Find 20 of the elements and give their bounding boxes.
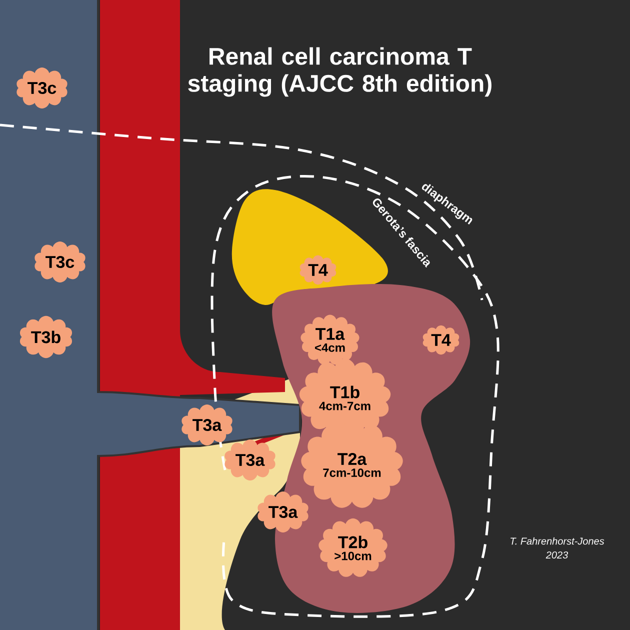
node-label: <4cm: [314, 344, 345, 352]
node-label: T2a: [338, 453, 367, 466]
tumor-cloud: T2a 7cm-10cm: [301, 421, 403, 508]
node-label: T1b: [330, 386, 360, 398]
tumor-cloud: T3b: [20, 316, 72, 358]
tumor-cloud: T4: [422, 325, 460, 355]
tumor-cloud: T3a: [182, 404, 232, 446]
node-label: 7cm-10cm: [323, 468, 381, 477]
node-label: T1a: [316, 328, 345, 340]
tumor-cloud: T3a: [224, 440, 276, 480]
title: Renal cell carcinoma T staging (AJCC 8th edition): [188, 47, 492, 97]
tumor-cloud: T4: [300, 255, 336, 285]
tumor-cloud: T1a <4cm: [300, 314, 360, 365]
tumor-cloud: T3c: [34, 241, 86, 282]
node-label: 4cm-7cm: [319, 402, 370, 410]
author-credit: T. Fahrenhorst-Jones: [510, 537, 604, 545]
tumor-cloud: T3c: [16, 67, 68, 108]
tumor-cloud: T2b >10cm: [318, 518, 388, 577]
tumor-cloud: T3a: [258, 492, 308, 532]
year-label: 2023: [546, 551, 568, 559]
